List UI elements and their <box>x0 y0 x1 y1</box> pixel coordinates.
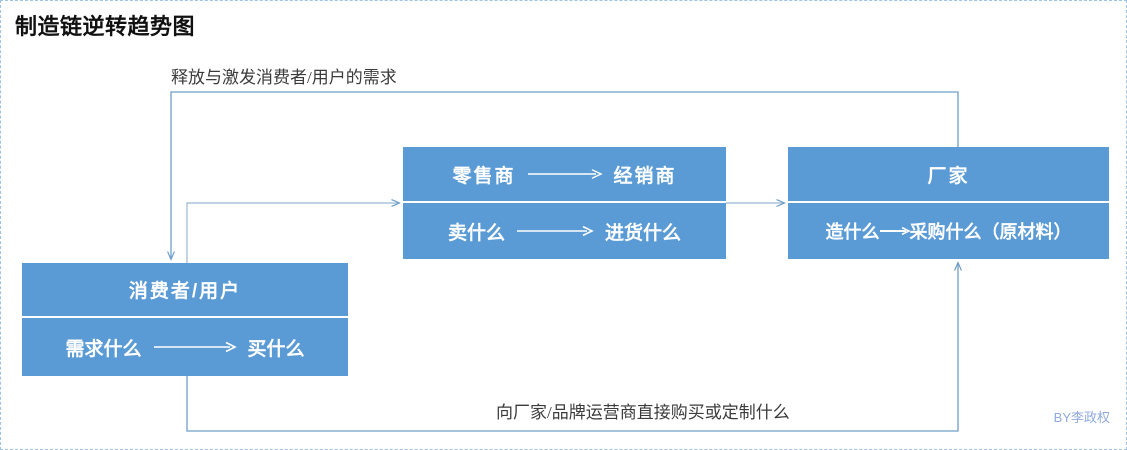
node-consumer-body-left: 需求什么 <box>65 338 142 360</box>
right-arrow-icon <box>879 222 910 240</box>
node-manufacturer-body: 造什么 采购什么（原材料） <box>788 203 1109 259</box>
right-arrow-icon <box>526 165 604 184</box>
node-retailer-body-right: 进货什么 <box>605 222 682 244</box>
node-consumer[interactable]: 消费者/用户 需求什么 买什么 <box>22 263 348 376</box>
node-manufacturer-body-right: 采购什么（原材料） <box>909 222 1072 242</box>
label-top-flow: 释放与激发消费者/用户的需求 <box>171 68 397 87</box>
page-title: 制造链逆转趋势图 <box>15 14 196 39</box>
label-bottom-flow: 向厂家/品牌运营商直接购买或定制什么 <box>496 403 790 422</box>
node-manufacturer-title: 厂家 <box>788 147 1109 203</box>
node-consumer-body: 需求什么 买什么 <box>22 318 348 376</box>
node-retailer-body-left: 卖什么 <box>447 222 505 244</box>
node-retailer-body: 卖什么 进货什么 <box>403 203 726 259</box>
node-consumer-title: 消费者/用户 <box>22 263 348 318</box>
node-manufacturer-body-left: 造什么 <box>825 222 880 242</box>
node-manufacturer[interactable]: 厂家 造什么 采购什么（原材料） <box>788 147 1109 259</box>
right-arrow-icon <box>152 338 238 357</box>
author-signature: BY李政权 <box>1053 410 1110 425</box>
node-retailer[interactable]: 零售商 经销商 卖什么 进货什么 <box>403 147 726 259</box>
node-retailer-title: 零售商 经销商 <box>403 147 726 203</box>
node-retailer-title-left: 零售商 <box>452 165 516 187</box>
node-retailer-title-right: 经销商 <box>613 165 677 187</box>
right-arrow-icon <box>515 222 595 241</box>
node-consumer-body-right: 买什么 <box>247 338 305 360</box>
